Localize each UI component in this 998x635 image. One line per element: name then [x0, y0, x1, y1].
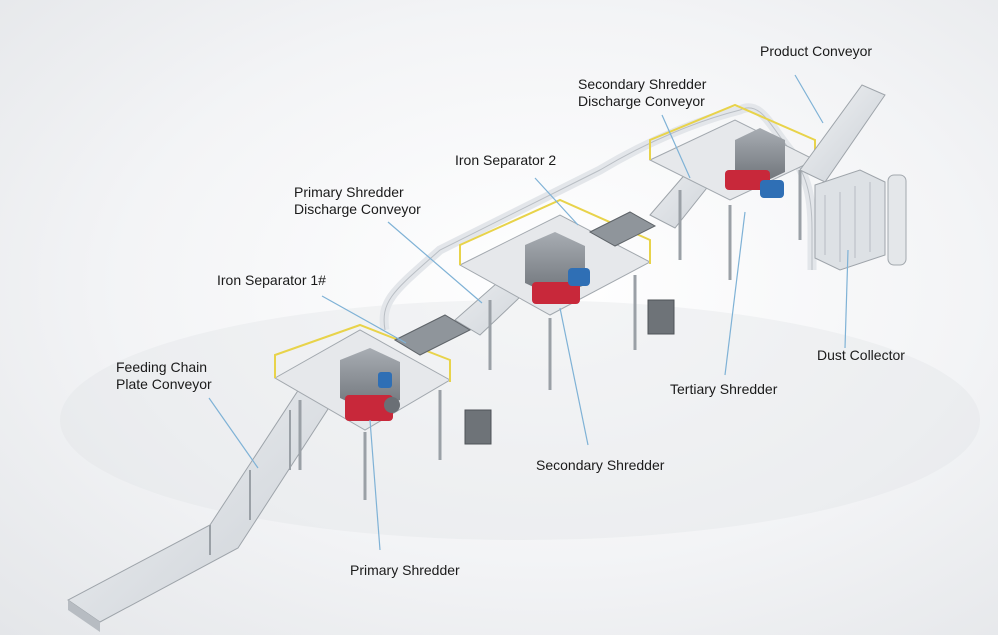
tertiary-shredder-body [725, 170, 770, 190]
leader-tertiary-shredder [724, 211, 746, 376]
floor-shadow [60, 300, 980, 540]
label-feeding-chain-plate-conveyor: Feeding Chain Plate Conveyor [116, 359, 212, 393]
leader-iron-separator-2 [534, 177, 579, 226]
leader-iron-separator-1 [321, 295, 407, 344]
label-text: Product Conveyor [760, 43, 873, 59]
label-text: Secondary Shredder [536, 457, 665, 473]
secondary-shredder-body [532, 282, 580, 304]
leader-primary-discharge [387, 221, 483, 304]
label-text: Iron Separator 1# [217, 272, 326, 288]
label-text: Iron Separator 2 [455, 152, 557, 168]
secondary-platform [458, 198, 675, 390]
label-text: Discharge Conveyor [578, 93, 705, 109]
label-secondary-shredder: Secondary Shredder [536, 457, 664, 474]
iron-separator-2 [588, 211, 657, 247]
label-text: Discharge Conveyor [294, 201, 421, 217]
label-primary-discharge-conveyor: Primary Shredder Discharge Conveyor [294, 184, 421, 218]
leader-feeding-conveyor [208, 397, 259, 469]
label-text: Secondary Shredder [578, 76, 707, 92]
label-text: Tertiary Shredder [670, 381, 778, 397]
label-dust-collector: Dust Collector [817, 347, 905, 364]
label-iron-separator-2: Iron Separator 2 [455, 152, 556, 169]
primary-shredder-body [345, 395, 393, 421]
label-secondary-discharge-conveyor: Secondary Shredder Discharge Conveyor [578, 76, 706, 110]
primary-platform [273, 323, 492, 500]
label-product-conveyor: Product Conveyor [760, 43, 872, 60]
label-text: Feeding Chain [116, 359, 208, 375]
leader-dust-collector [844, 249, 849, 349]
leader-secondary-discharge [661, 114, 691, 179]
label-text: Dust Collector [817, 347, 905, 363]
leader-product-conveyor [794, 74, 824, 124]
leader-primary-shredder [369, 419, 381, 551]
label-text: Primary Shredder [350, 562, 460, 578]
label-primary-shredder: Primary Shredder [350, 562, 460, 579]
label-tertiary-shredder: Tertiary Shredder [670, 381, 777, 398]
leader-secondary-shredder [559, 307, 589, 446]
tertiary-platform [648, 103, 817, 280]
label-text: Plate Conveyor [116, 376, 212, 392]
product-conveyor [799, 84, 886, 183]
iron-separator-1 [393, 314, 472, 356]
label-iron-separator-1: Iron Separator 1# [217, 272, 326, 289]
dust-collector [814, 169, 907, 271]
feeding-conveyor [67, 359, 353, 632]
label-text: Primary Shredder [294, 184, 404, 200]
